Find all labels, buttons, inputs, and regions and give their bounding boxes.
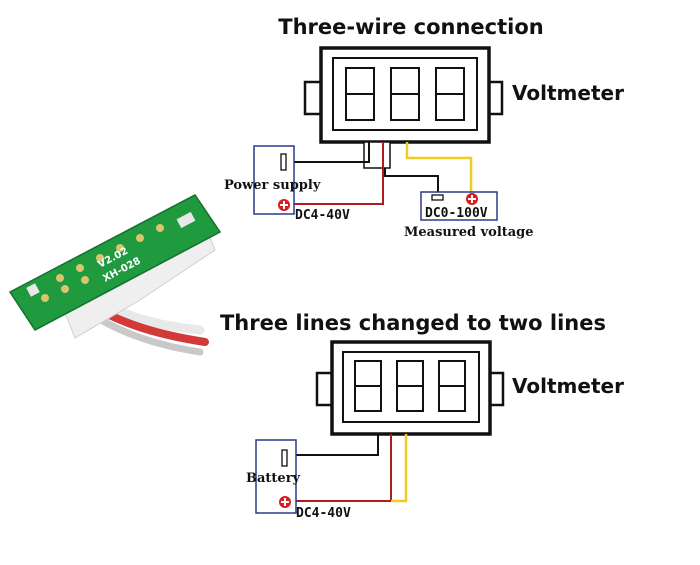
supply-minus-icon (280, 153, 287, 171)
bottom-voltmeter-label: Voltmeter (512, 374, 624, 398)
top-digit-2 (390, 67, 420, 121)
measured-voltage-range: DC0-100V (425, 206, 488, 221)
bottom-wires (291, 434, 408, 503)
power-supply-label: Power supply (224, 178, 321, 193)
battery-box (255, 439, 297, 514)
battery-minus-icon (281, 449, 288, 467)
top-voltmeter (303, 46, 504, 144)
measured-minus-icon (431, 194, 444, 201)
battery-plus-icon (279, 496, 291, 508)
supply-plus-icon (278, 199, 290, 211)
measured-plus-icon (466, 193, 478, 205)
bottom-voltmeter (315, 340, 505, 436)
bottom-diagram-title: Three lines changed to two lines (220, 311, 606, 335)
power-supply-box (253, 145, 295, 215)
bottom-digit-2 (396, 360, 424, 412)
top-connector (363, 141, 391, 169)
top-supply-voltage: DC4-40V (295, 208, 350, 223)
bottom-supply-voltage: DC4-40V (296, 506, 351, 521)
top-digit-1 (345, 67, 375, 121)
top-voltmeter-label: Voltmeter (512, 81, 624, 105)
top-wires (290, 142, 473, 205)
pcb-module-illustration: V2.02 XH-028 (8, 194, 222, 356)
top-digit-3 (435, 67, 465, 121)
measured-voltage-box (420, 191, 498, 221)
battery-label: Battery (246, 471, 301, 486)
bottom-digit-3 (438, 360, 466, 412)
top-diagram-title: Three-wire connection (278, 15, 543, 39)
measured-voltage-label: Measured voltage (404, 225, 534, 240)
bottom-digit-1 (354, 360, 382, 412)
